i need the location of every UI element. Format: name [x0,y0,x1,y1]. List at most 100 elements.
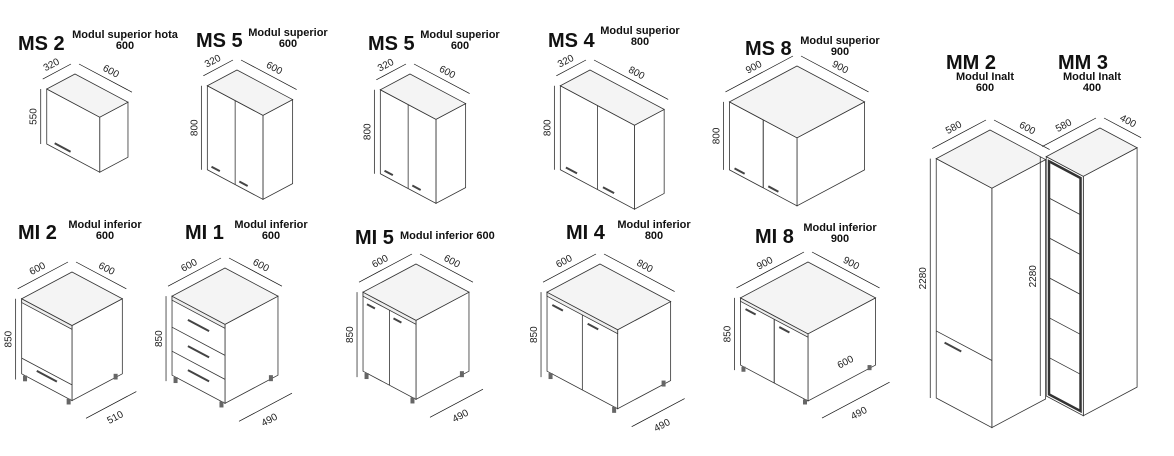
oven-shelf [21,357,73,386]
width-label: 900 [830,59,850,77]
top-panel [171,267,279,325]
height-label: 850 [722,325,733,342]
height-label: 550 [29,108,40,125]
door-handle [54,142,72,153]
width-dimension-line [240,59,297,90]
leg [741,366,746,372]
drawer-handle [187,345,210,359]
height-label: 850 [345,326,356,343]
height-label: 800 [189,119,200,136]
depth-label: 320 [203,53,223,71]
module-title-line: 900 [830,233,850,245]
width-dimension-line [228,257,283,287]
height-label: 800 [362,123,373,140]
width-dimension-line [603,253,675,292]
depth-dimension-line [736,251,805,289]
module-code: MS 2 [18,33,65,55]
drawer-split [171,350,226,380]
module-title-line: 600 [278,38,298,50]
module-title-line: 600 [975,82,995,94]
door-handle [211,165,221,173]
depth-label: 900 [755,255,775,273]
width-dimension-line [419,253,474,283]
module-title-line: 800 [644,230,664,242]
door-handle [384,169,394,177]
width-dimension-line [800,55,869,93]
width-dimension-line [811,251,880,289]
shelf [1048,237,1081,255]
module-code: MI 5 [355,227,394,249]
module-code: MI 2 [18,222,57,244]
module-title-line: Modul Inalt [1062,71,1122,83]
door-handle [393,317,402,324]
depth-label: 900 [744,59,764,77]
top-panel [362,263,470,321]
width-label: 600 [251,257,271,275]
door-handle [551,304,564,312]
depth-label: 600 [28,260,48,278]
bottom-depth-dimension-line [429,388,484,418]
leg [802,399,807,405]
width-label: 600 [442,253,462,271]
module-title-line: Modul superior hota [72,29,178,41]
width-label: 600 [264,60,284,78]
depth-label: 580 [1054,117,1074,135]
depth-dimension-line [556,59,587,77]
height-label: 850 [4,330,15,347]
module-title-line: Modul inferior [803,222,877,234]
module-code: MS 5 [196,30,243,52]
module-code: MS 5 [368,33,415,55]
top-panel [45,73,129,118]
module-code: MM 3 [1058,52,1108,74]
module-title-line: Modul Inalt [955,71,1015,83]
drawer-handle [187,318,210,333]
module-title-line: Modul inferior 600 [400,230,495,242]
door-split [936,330,993,361]
depth-dimension-line [725,55,794,93]
side-panel [1082,147,1138,417]
top-panel [739,261,877,335]
module-title-line: Modul superior [800,35,880,47]
drawer-handle [36,370,58,383]
module-title-line: 600 [95,230,115,242]
depth-label: 600 [370,253,390,271]
depth-dimension-line [542,253,597,283]
width-label: 600 [101,63,121,81]
module-title-line: Modul superior [420,29,500,41]
module-code: MI 4 [566,222,605,244]
module-title-line: 600 [261,230,281,242]
depth-label: 320 [556,53,576,71]
module-title-line: Modul superior [248,27,328,39]
width-label: 600 [1017,120,1037,138]
leg [612,406,617,413]
module-title-line: 600 [450,40,470,52]
door-handle [602,186,615,194]
shelf [1048,197,1081,216]
drawer-split [171,326,226,356]
bottom-depth-dimension-line [85,391,137,419]
shelf [1048,317,1081,335]
bottom-depth-dimension-line [821,381,890,419]
door-handle [745,308,757,316]
depth-label: 320 [376,57,396,75]
top-panel [559,69,666,126]
depth-label: 600 [179,257,199,275]
width-label: 400 [1118,113,1138,131]
width-label: 800 [635,258,655,276]
leg [661,380,666,387]
module-code: MS 8 [745,38,792,60]
top-panel [546,263,672,331]
side-panel [634,108,665,210]
door-handle [944,341,962,353]
depth-label: 600 [554,253,574,271]
depth-dimension-line [167,257,222,287]
depth-label: 580 [944,119,964,137]
bottom-depth-label: 490 [652,417,672,435]
width-label: 600 [437,64,457,82]
width-dimension-line [593,59,669,100]
height-label: 850 [154,330,165,347]
